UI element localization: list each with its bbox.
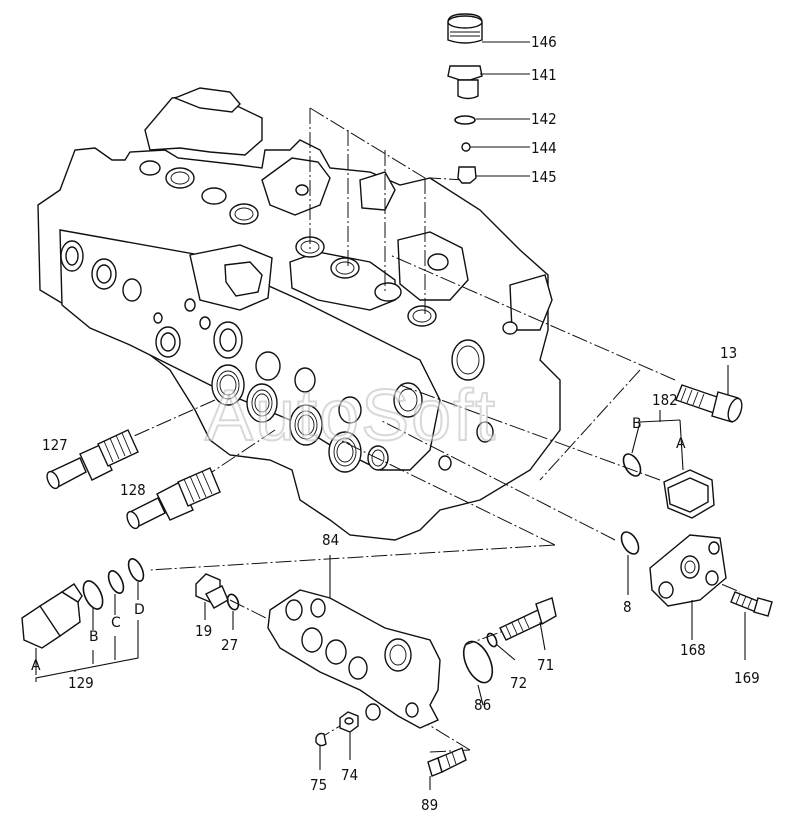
callout-27: 27: [221, 636, 238, 654]
callout-182: 182: [652, 391, 678, 409]
callout-129-a: A: [31, 658, 41, 674]
watermark: AutoSoft: [205, 376, 497, 456]
callout-129: 129: [68, 674, 94, 692]
callout-182-a: A: [676, 436, 686, 452]
bolt-13: [675, 365, 743, 423]
callout-129-c: C: [111, 615, 121, 631]
plug-129: [21, 558, 145, 682]
flange-168: [649, 534, 727, 640]
callout-141: 141: [531, 66, 557, 84]
callout-129-d: D: [134, 602, 145, 618]
spool-128: [126, 467, 221, 530]
callout-labels: 146 141 142 144 145 13 182 B A 127 128 8…: [31, 33, 760, 814]
callout-86: 86: [474, 696, 491, 714]
callout-129-b: B: [89, 629, 99, 645]
washer-75: [315, 732, 327, 770]
callout-84: 84: [322, 531, 339, 549]
cover-84: [267, 555, 441, 729]
callout-146: 146: [531, 33, 557, 51]
callout-169: 169: [734, 669, 760, 687]
callout-89: 89: [421, 796, 438, 814]
callout-142: 142: [531, 110, 557, 128]
callout-168: 168: [680, 641, 706, 659]
callout-74: 74: [341, 766, 358, 784]
callout-128: 128: [120, 481, 146, 499]
screw-71: [499, 597, 557, 651]
callout-19: 19: [195, 622, 212, 640]
plug-19: [195, 573, 240, 630]
callout-182-b: B: [632, 416, 642, 432]
callout-72: 72: [510, 674, 527, 692]
spool-bores: [211, 339, 494, 473]
relief-plug-stack: [447, 13, 530, 184]
callout-13: 13: [720, 344, 737, 362]
callout-71: 71: [537, 656, 554, 674]
callout-75: 75: [310, 776, 327, 794]
seal-86: [462, 640, 494, 706]
callout-145: 145: [531, 168, 557, 186]
callout-127: 127: [42, 436, 68, 454]
callout-144: 144: [531, 139, 557, 157]
oring-8: [620, 531, 640, 595]
plug-182: [622, 410, 715, 519]
ring-72: [486, 632, 516, 661]
bolt-169: [730, 591, 773, 660]
valve-body: [37, 87, 561, 541]
nut-74: [339, 711, 359, 760]
spool-127: [46, 429, 139, 490]
callout-8: 8: [623, 598, 632, 616]
bolt-89: [427, 747, 467, 790]
